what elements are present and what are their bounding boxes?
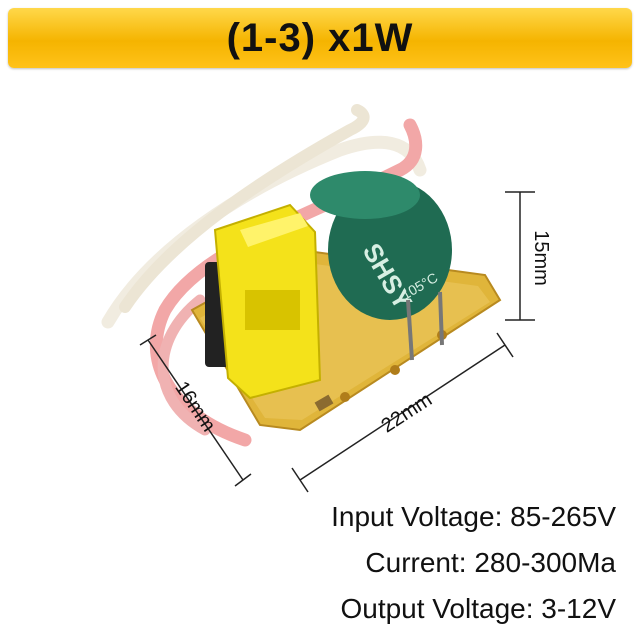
spec-current: Current: 280-300Ma [365, 547, 616, 578]
dimension-height-label: 15mm [530, 230, 552, 286]
dimension-length-label: 22mm [377, 389, 436, 438]
spec-output-voltage: Output Voltage: 3-12V [340, 593, 616, 624]
spec-input-voltage: Input Voltage: 85-265V [331, 501, 616, 532]
transformer [205, 203, 322, 400]
banner-title: (1-3) x1W [226, 16, 414, 60]
dimension-lines [139, 191, 535, 493]
product-photo: SHSY 105°C 15mm 16mm 22mm [101, 104, 552, 493]
capacitor: SHSY 105°C [310, 171, 452, 361]
specifications: Input Voltage: 85-265V Current: 280-300M… [331, 494, 616, 632]
title-banner: (1-3) x1W [8, 8, 632, 68]
